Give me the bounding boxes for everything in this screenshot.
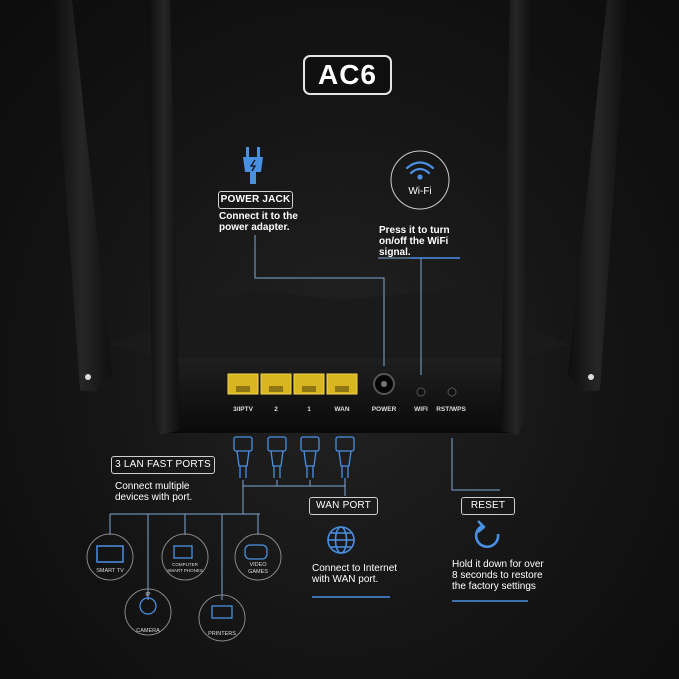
smart-tv-icon bbox=[86, 533, 134, 581]
port-label-rst-wps: RST/WPS bbox=[436, 406, 466, 413]
wan-port bbox=[326, 373, 358, 395]
router-back-panel bbox=[160, 358, 515, 433]
reset-icon bbox=[474, 520, 500, 549]
port-label-3-iptv: 3/IPTV bbox=[233, 406, 253, 413]
computer-label-1: COMPUTER bbox=[172, 562, 198, 567]
model-badge: AC6 bbox=[303, 55, 392, 95]
lan-port-3 bbox=[227, 373, 259, 395]
antenna-right-outer bbox=[568, 0, 627, 392]
lan-port-2 bbox=[260, 373, 292, 395]
lan-desc-2: devices with port. bbox=[115, 492, 193, 503]
wifi-badge-label: Wi-Fi bbox=[408, 186, 432, 197]
power-jack-desc-2: power adapter. bbox=[219, 222, 290, 233]
router-top bbox=[110, 290, 570, 360]
reset-button bbox=[447, 387, 457, 397]
wifi-button bbox=[416, 387, 426, 397]
reset-desc-3: the factory settings bbox=[452, 581, 536, 592]
antenna-right-inner bbox=[500, 0, 532, 435]
video-games-icon bbox=[234, 533, 282, 581]
smart-tv-label: SMART TV bbox=[96, 568, 124, 574]
video-games-label-1: VIDEO bbox=[249, 562, 267, 568]
computer-label-2: SMART PHONES bbox=[167, 568, 203, 573]
wifi-desc-1: Press it to turn bbox=[379, 225, 450, 236]
reset-desc-2: 8 seconds to restore bbox=[452, 570, 543, 581]
reset-desc-1: Hold it down for over bbox=[452, 559, 544, 570]
camera-label: CAMERA bbox=[136, 628, 160, 634]
lan-desc-1: Connect multiple bbox=[115, 481, 190, 492]
reset-label: RESET bbox=[461, 497, 515, 515]
power-jack-label: POWER JACK bbox=[218, 191, 293, 209]
globe-icon bbox=[327, 526, 355, 554]
port-label-2: 2 bbox=[274, 406, 278, 413]
lan-ports-label: 3 LAN FAST PORTS bbox=[111, 456, 215, 474]
printer-icon bbox=[198, 594, 246, 642]
power-jack-desc-1: Connect it to the bbox=[219, 211, 298, 222]
port-label-power: POWER bbox=[371, 406, 397, 413]
video-games-label-2: GAMES bbox=[248, 569, 268, 575]
plug-icon bbox=[243, 147, 263, 184]
port-label-1: 1 bbox=[307, 406, 311, 413]
port-label-wifi: WIFI bbox=[414, 406, 428, 413]
antenna-left-inner bbox=[148, 0, 180, 435]
wan-desc-1: Connect to Internet bbox=[312, 563, 398, 574]
model-title: AC6 bbox=[317, 59, 377, 90]
wifi-badge-circle bbox=[390, 150, 450, 210]
ethernet-cable-icon bbox=[233, 436, 355, 478]
wifi-icon bbox=[405, 161, 435, 180]
lan-port-1 bbox=[293, 373, 325, 395]
port-label-wan: WAN bbox=[334, 406, 350, 413]
wan-desc-2: with WAN port. bbox=[312, 574, 379, 585]
camera-icon bbox=[124, 588, 172, 636]
wifi-desc-3: signal. bbox=[379, 247, 411, 258]
ip-label: IP bbox=[145, 592, 151, 598]
antenna-left-outer bbox=[52, 0, 112, 392]
computer-icon bbox=[161, 533, 209, 581]
printers-label: PRINTERS bbox=[208, 631, 236, 637]
wifi-desc-2: on/off the WiFi bbox=[379, 236, 449, 247]
wan-port-label: WAN PORT bbox=[309, 497, 378, 515]
